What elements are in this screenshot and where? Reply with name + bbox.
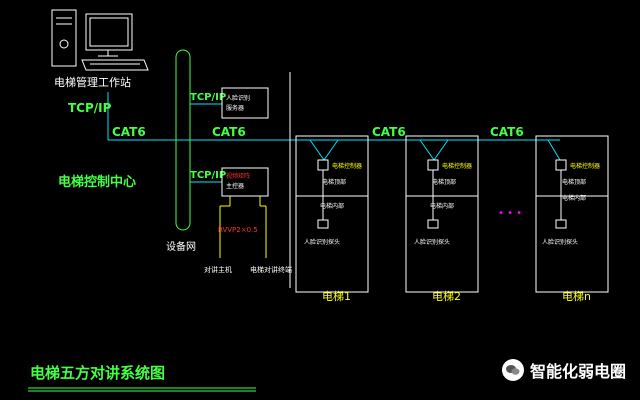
protocol-label-workstation: TCP/IP	[68, 101, 112, 115]
watermark-text: 智能化弱电圈	[529, 362, 626, 381]
cable-label-elev1: CAT6	[372, 125, 406, 139]
controller-icon	[555, 159, 567, 171]
interior-label: 电梯内部	[430, 202, 454, 210]
elevator-name: 电梯1	[322, 290, 351, 303]
intercom-host-label: 对讲主机	[204, 265, 232, 274]
controller-icon	[427, 159, 439, 171]
top-label: 电梯顶部	[562, 178, 586, 186]
device-network-label: 设备网	[166, 240, 196, 253]
camera-label: 人脸识别探头	[304, 238, 340, 246]
rvvp-label: RVVP2×0.5	[218, 226, 258, 234]
diagram-title: 电梯五方对讲系统图	[30, 364, 165, 382]
elevator-name: 电梯n	[562, 290, 591, 303]
control-center-label: 电梯控制中心	[58, 174, 136, 190]
controller-icon	[317, 159, 329, 171]
elevator-1: 电梯控制器 电梯顶部 电梯内部 人脸识别探头 电梯1	[295, 135, 369, 303]
watermark: 智能化弱电圈	[501, 358, 626, 382]
camera-icon	[317, 219, 329, 229]
network-lines	[107, 92, 561, 183]
rvvp-wiring	[219, 196, 267, 258]
protocol-label-bottom: TCP/IP	[190, 170, 226, 181]
computer-icon	[51, 9, 149, 71]
cable-label-main: CAT6	[112, 125, 146, 139]
elevator-name: 电梯2	[432, 290, 461, 303]
top-label: 电梯顶部	[432, 178, 456, 186]
controller-label: 电梯控制器	[570, 162, 600, 170]
ellipsis: • • •	[498, 208, 522, 219]
matrix-controller-line2: 主控器	[226, 182, 244, 190]
controller-label: 电梯控制器	[442, 162, 472, 170]
device-network-bus	[175, 49, 191, 231]
matrix-controller-box	[221, 167, 269, 197]
interior-label: 电梯内部	[320, 202, 344, 210]
protocol-label-top: TCP/IP	[190, 92, 226, 103]
face-server-line2: 服务器	[226, 104, 244, 112]
camera-label: 人脸识别探头	[542, 238, 578, 246]
elevator-2: 电梯控制器 电梯顶部 电梯内部 人脸识别探头 电梯2	[405, 135, 479, 303]
cable-label-elev2: CAT6	[490, 125, 524, 139]
face-server-box	[221, 87, 269, 119]
top-label: 电梯顶部	[322, 178, 346, 186]
camera-label: 人脸识别探头	[414, 238, 450, 246]
elevator-terminal-label: 电梯对讲终端	[250, 265, 292, 274]
cable-label-center: CAT6	[212, 125, 246, 139]
matrix-controller-line1: 视频矩阵	[226, 172, 250, 180]
wechat-icon	[501, 359, 524, 381]
camera-icon	[555, 219, 567, 229]
interior-label: 电梯内部	[562, 194, 586, 202]
elevator-n: 电梯控制器 电梯顶部 电梯内部 人脸识别探头 电梯n	[535, 135, 609, 303]
workstation-label: 电梯管理工作站	[54, 75, 131, 89]
controller-label: 电梯控制器	[332, 162, 362, 170]
camera-icon	[427, 219, 439, 229]
face-server-line1: 人脸识别	[226, 94, 250, 102]
